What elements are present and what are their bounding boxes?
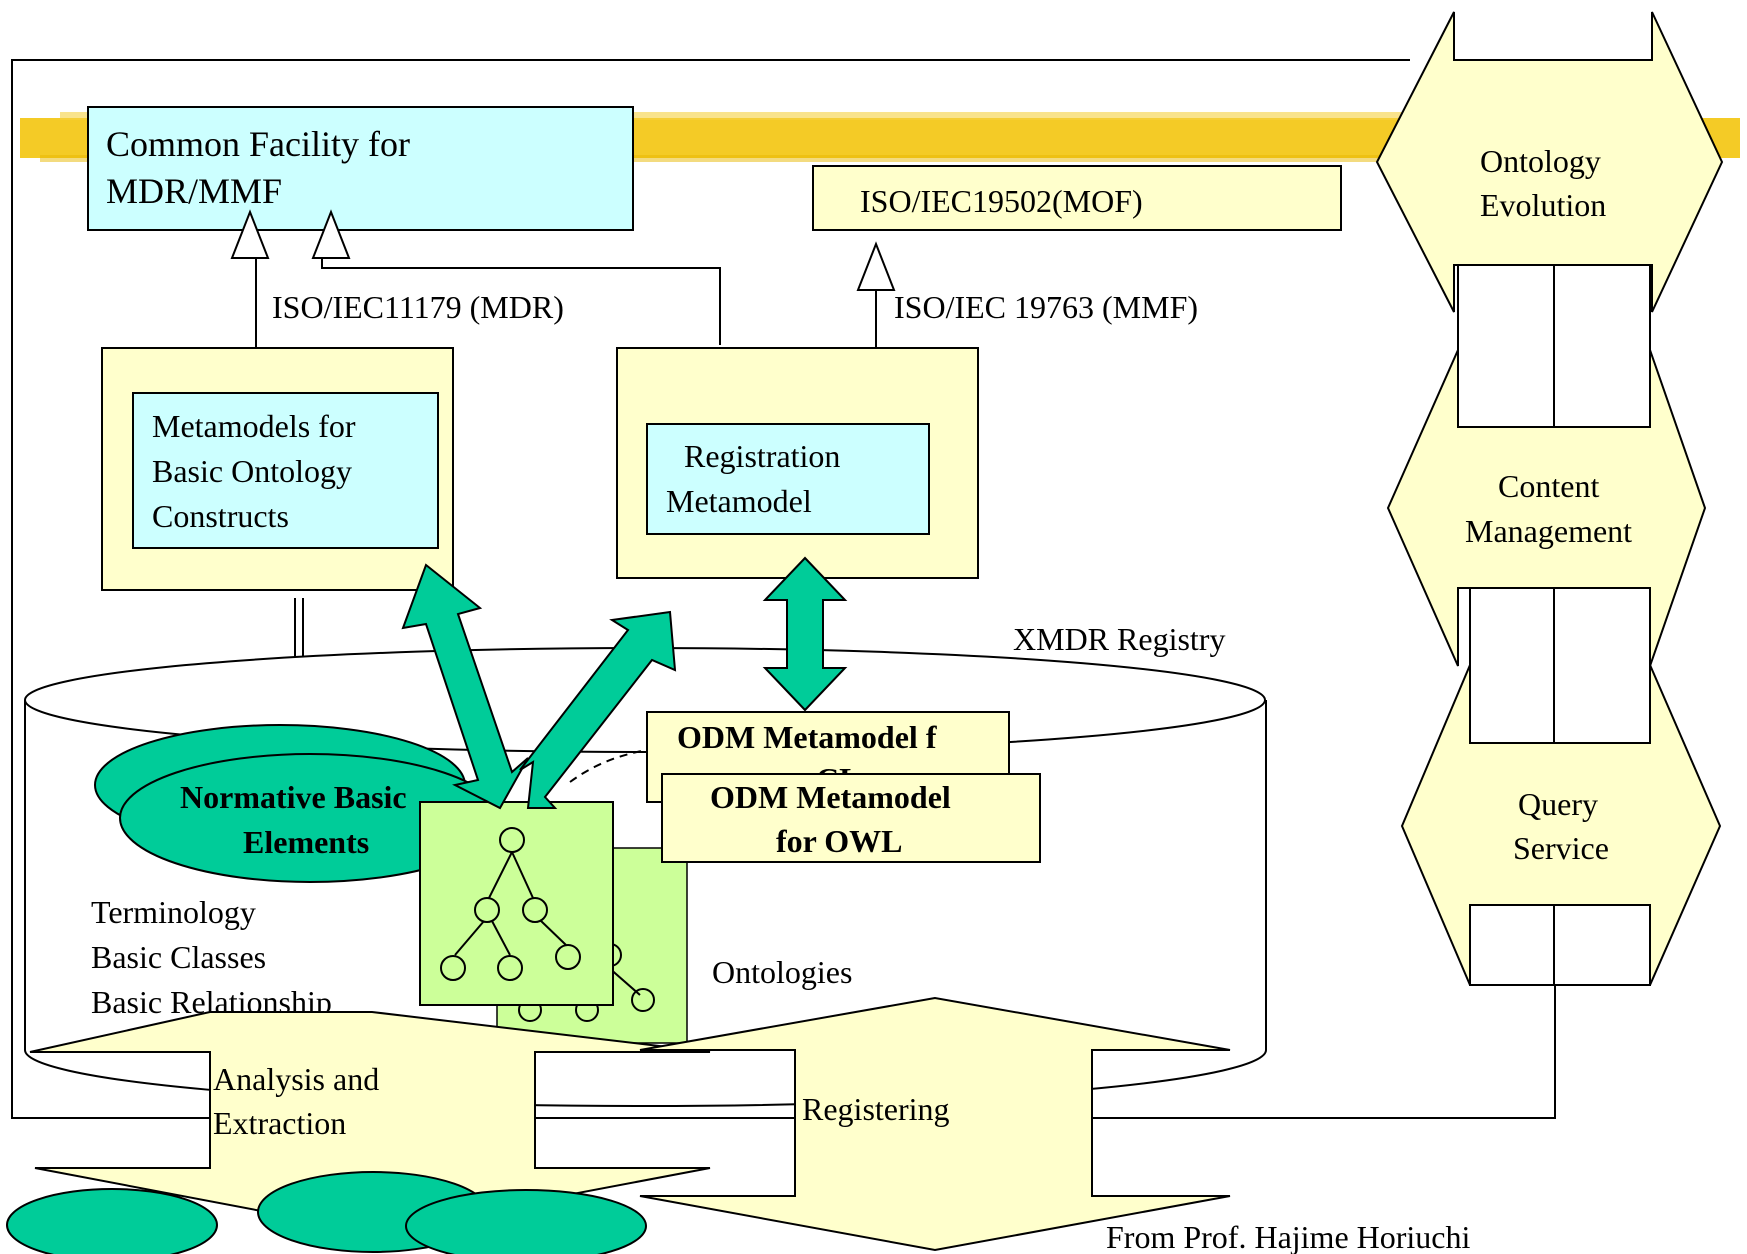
ontologies-label: Ontologies <box>712 954 852 990</box>
iso-mdr-label: ISO/IEC11179 (MDR) <box>272 289 564 325</box>
inheritance-triangle-mdr <box>230 209 270 259</box>
registration-link-line <box>321 258 721 345</box>
metamodels-line2: Basic Ontology <box>152 453 352 489</box>
source-ellipse-3 <box>405 1189 647 1254</box>
metamodels-inner-box <box>132 392 439 549</box>
query-service-line1: Query <box>1518 786 1598 822</box>
connector-column-1 <box>1457 264 1651 428</box>
analysis-line2: Extraction <box>213 1105 346 1141</box>
normative-line1: Normative Basic <box>180 779 407 815</box>
iso-mof-box <box>812 165 1342 231</box>
common-facility-line2: MDR/MMF <box>106 171 282 211</box>
ontology-evolution-arrow <box>1375 11 1724 313</box>
odm-owl-line2: for OWL <box>776 823 903 859</box>
basic-classes-item: Basic Classes <box>91 939 266 975</box>
common-facility-line1: Common Facility for <box>106 124 410 164</box>
connector-column-2 <box>1469 587 1651 744</box>
common-facility-box <box>87 106 634 231</box>
inheritance-triangle-registration <box>311 209 351 259</box>
query-service-line2: Service <box>1513 830 1609 866</box>
credit-text: From Prof. Hajime Horiuchi <box>1106 1219 1471 1254</box>
terminology-item: Terminology <box>91 894 256 930</box>
connector-column-3 <box>1469 904 1651 986</box>
inheritance-triangle-mof <box>856 241 896 291</box>
registration-line2: Metamodel <box>666 483 812 519</box>
metamodels-line1: Metamodels for <box>152 408 356 444</box>
odm-cl-line1: ODM Metamodel f <box>677 719 937 755</box>
green-double-arrow-registration <box>762 556 848 712</box>
analysis-line1: Analysis and <box>213 1061 379 1097</box>
registering-label: Registering <box>802 1091 950 1127</box>
metamodels-line3: Constructs <box>152 498 289 534</box>
ontology-tree-front <box>419 801 614 1006</box>
registration-line1: Registration <box>684 438 840 474</box>
xmdr-registry-label: XMDR Registry <box>1013 621 1225 657</box>
source-ellipse-1 <box>6 1188 218 1254</box>
content-management-line2: Management <box>1465 513 1632 549</box>
registering-arrow <box>639 996 1231 1252</box>
content-management-line1: Content <box>1498 468 1599 504</box>
iso-mof-label: ISO/IEC19502(MOF) <box>860 183 1143 219</box>
registration-inner-box <box>646 423 930 535</box>
odm-owl-line1: ODM Metamodel <box>710 779 951 815</box>
ontology-evolution-line1: Ontology <box>1480 143 1601 179</box>
ontology-evolution-line2: Evolution <box>1480 187 1606 223</box>
green-double-arrow-ontology <box>519 610 677 809</box>
normative-line2: Elements <box>243 824 369 860</box>
odm-owl-box <box>661 773 1041 863</box>
iso-mmf-label: ISO/IEC 19763 (MMF) <box>894 289 1198 325</box>
green-double-arrow-metamodels <box>401 563 529 810</box>
